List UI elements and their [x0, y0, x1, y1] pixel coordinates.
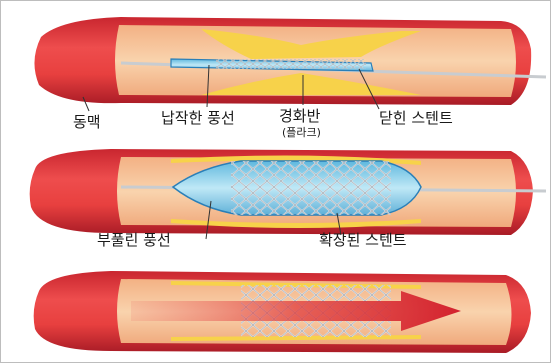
- panel-1-deflated: [34, 17, 546, 105]
- inflated-balloon-label: 부풀린 풍선: [97, 233, 171, 248]
- panel-3-result: [34, 271, 531, 353]
- panel-2-inflated: [30, 149, 546, 235]
- plaque-sub-label: (플라크): [282, 127, 321, 138]
- expanded-stent-label: 확장된 스텐트: [319, 233, 407, 248]
- expanded-stent-mesh: [231, 161, 391, 215]
- closed-stent: [216, 59, 366, 69]
- closed-stent-label: 닫힌 스텐트: [379, 111, 453, 126]
- deflated-balloon-label: 납작한 풍선: [161, 111, 235, 126]
- artery-label: 동맥: [73, 115, 101, 130]
- plaque-label: 경화반: [279, 109, 320, 124]
